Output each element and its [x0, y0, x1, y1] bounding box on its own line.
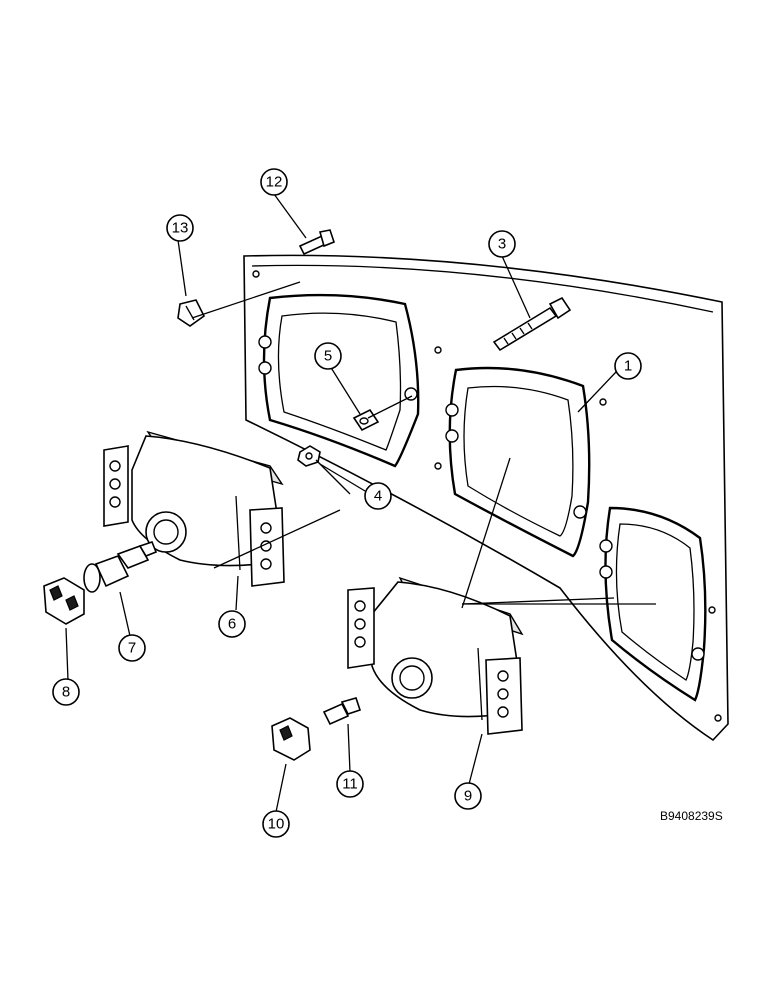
svg-text:3: 3	[498, 236, 506, 253]
callout-8: 8	[52, 678, 80, 706]
leader-lines	[65, 193, 617, 813]
svg-text:6: 6	[228, 616, 236, 633]
callout-13: 13	[166, 214, 194, 242]
callout-5: 5	[314, 342, 342, 370]
callout-10: 10	[262, 810, 290, 838]
lamp-housing-lower	[347, 576, 524, 735]
hex-nut	[297, 445, 321, 467]
callout-6: 6	[218, 610, 246, 638]
panel-opening-middle	[445, 366, 591, 558]
svg-text:4: 4	[374, 488, 382, 505]
callout-12: 12	[260, 168, 288, 196]
long-bolt	[492, 296, 572, 352]
callout-3: 3	[488, 230, 516, 258]
callout-1: 1	[614, 352, 642, 380]
svg-text:5: 5	[324, 348, 332, 365]
callout-9: 9	[454, 782, 482, 810]
callout-7: 7	[118, 634, 146, 662]
clip-nut	[177, 299, 206, 327]
spacer	[352, 408, 380, 432]
callout-4: 4	[364, 482, 392, 510]
bulb-large	[83, 541, 158, 593]
panel-opening-left	[258, 293, 420, 468]
svg-text:9: 9	[464, 788, 472, 805]
svg-text:1: 1	[624, 358, 632, 375]
svg-text:8: 8	[62, 684, 70, 701]
svg-text:13: 13	[172, 220, 189, 237]
panel-opening-right	[599, 506, 707, 702]
lamp-housing-upper	[103, 430, 285, 587]
diagram-code: B9408239S	[660, 809, 723, 823]
svg-text:11: 11	[342, 776, 358, 793]
socket-small	[271, 717, 311, 761]
svg-text:7: 7	[128, 640, 136, 657]
assembly-lines	[191, 281, 656, 609]
lamp-mounting-panel	[243, 254, 729, 742]
svg-text:10: 10	[268, 816, 285, 833]
bulb-small	[322, 697, 362, 726]
screw	[298, 229, 335, 256]
svg-text:12: 12	[266, 174, 283, 191]
callout-11: 11	[336, 770, 364, 798]
socket-large	[43, 577, 85, 625]
